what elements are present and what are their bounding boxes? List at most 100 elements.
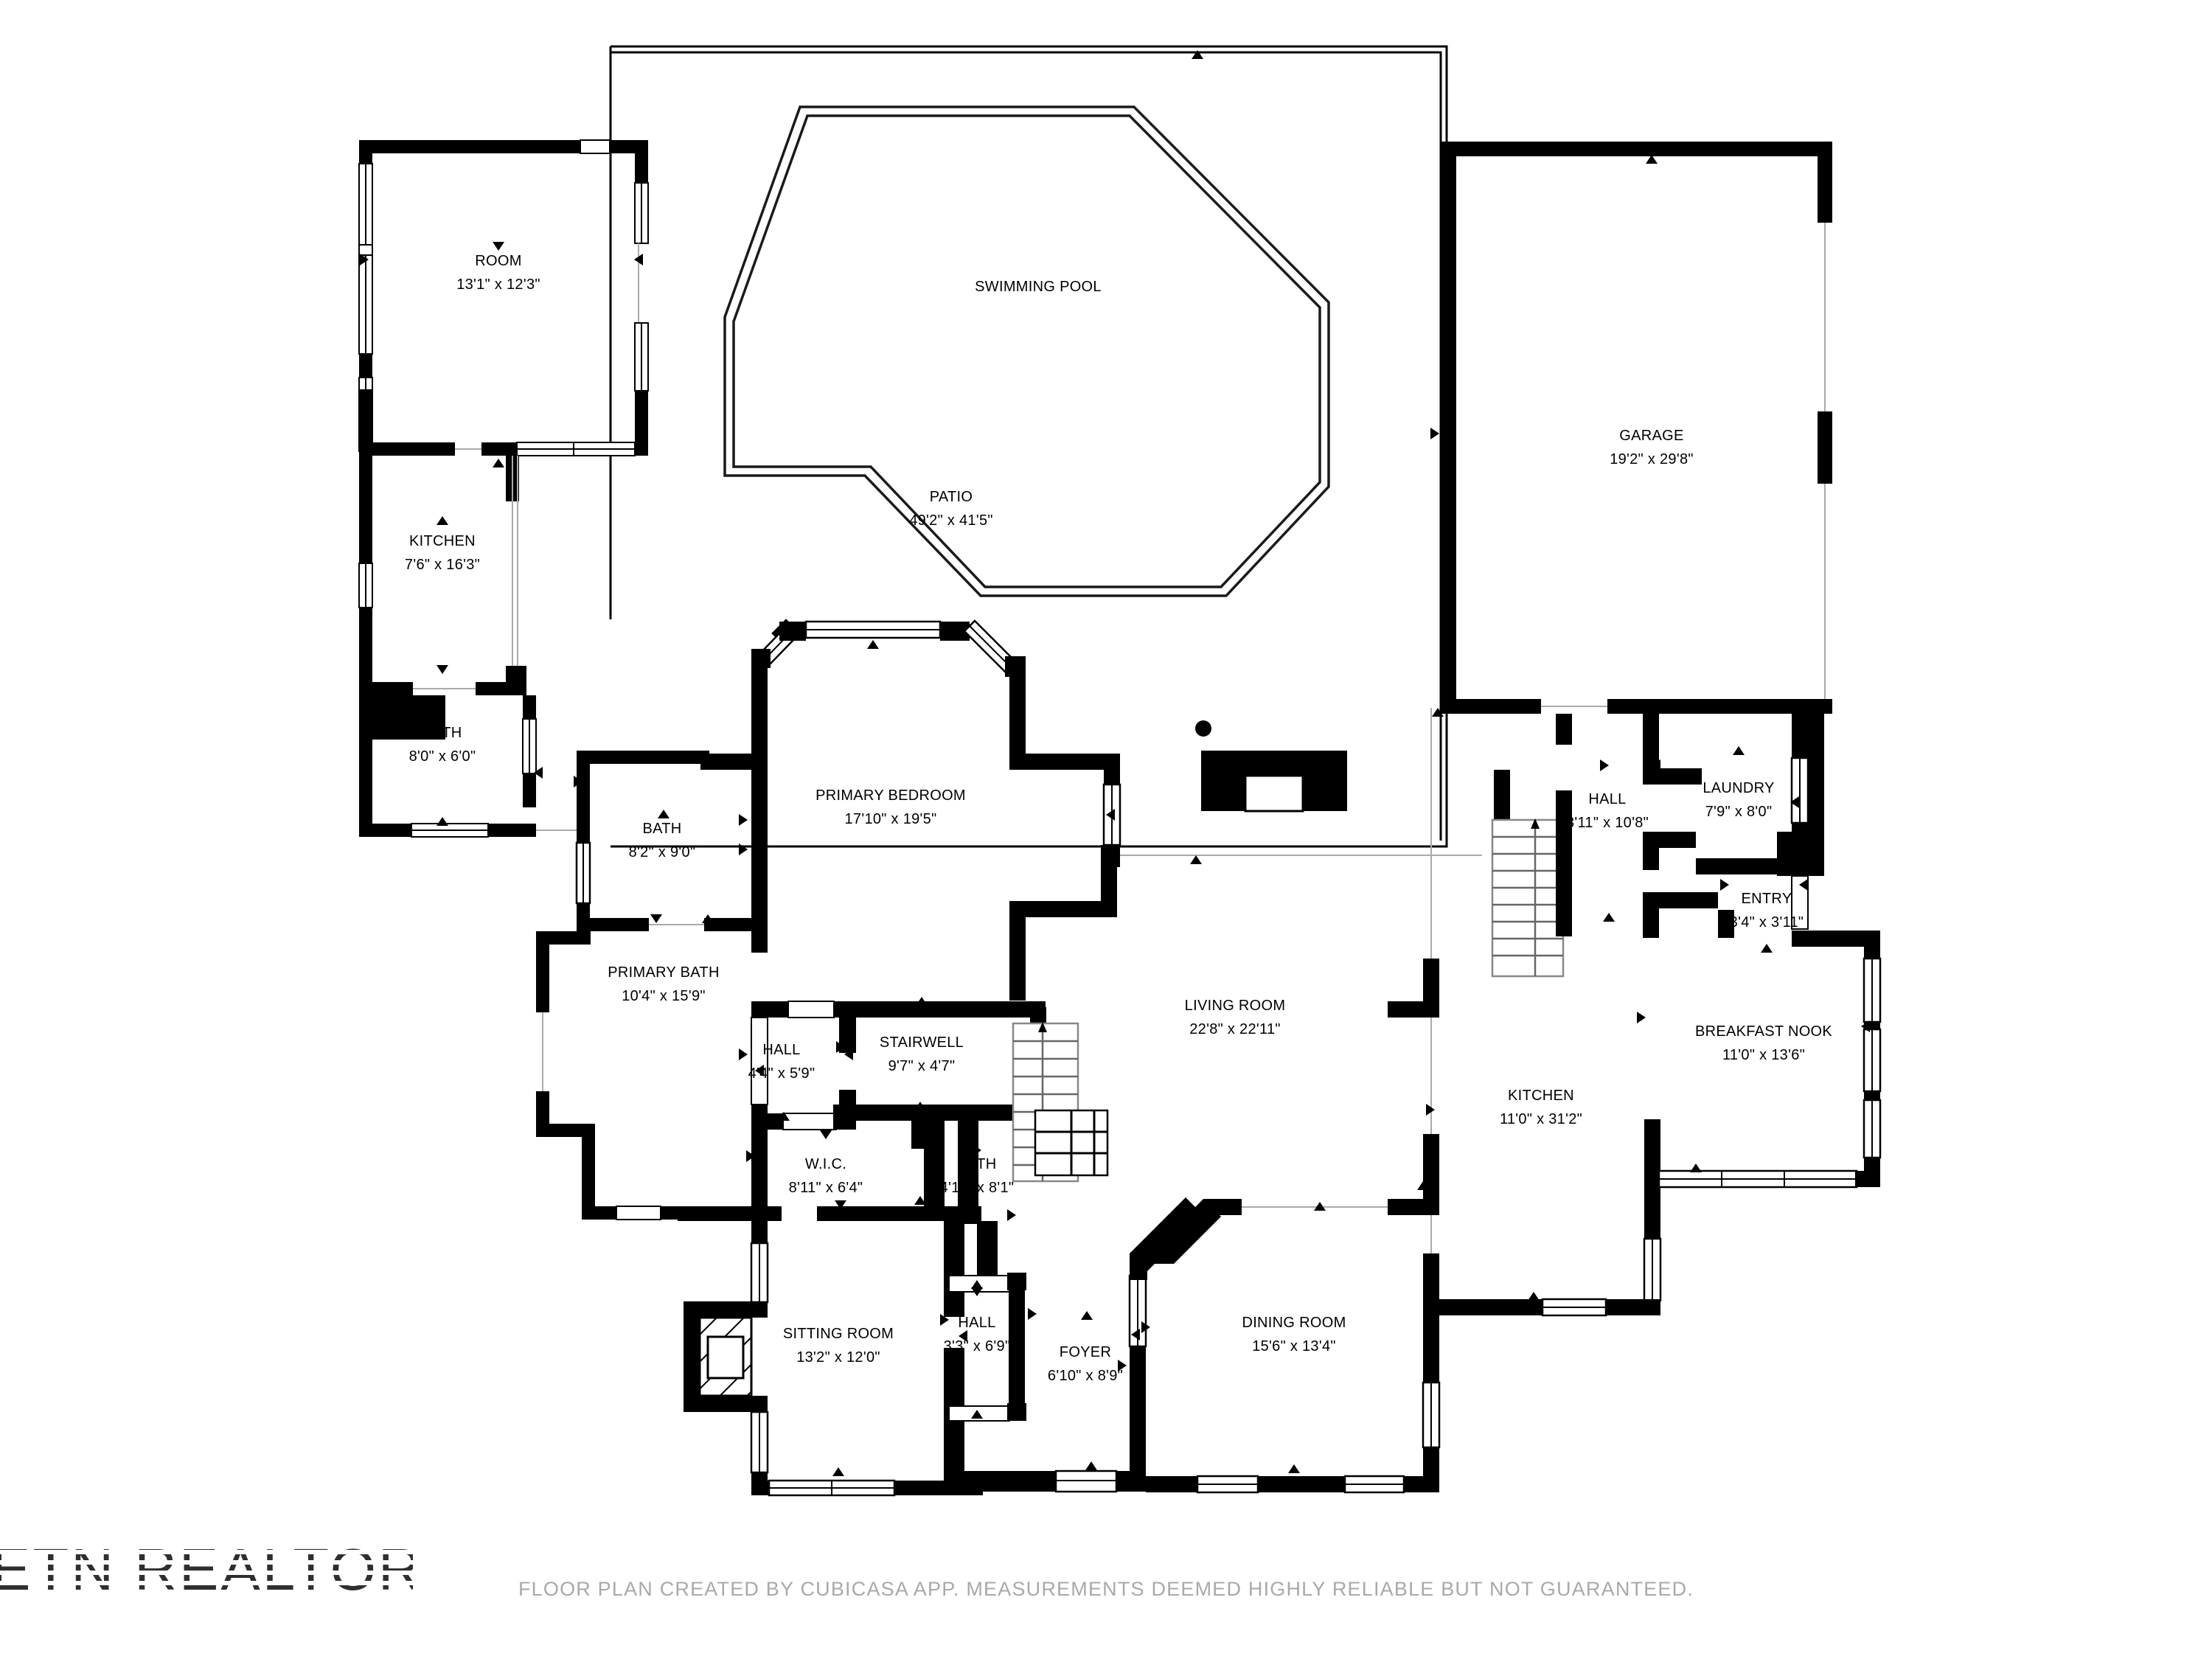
window-sitting-left-lower [750, 1411, 769, 1474]
label-name: ENTRY [1742, 891, 1792, 907]
dimension-arrow-markers [360, 50, 1870, 1476]
door-hall-stairwell [839, 1053, 856, 1097]
label-dimensions: 11'0" x 31'2" [1500, 1111, 1582, 1127]
label-name: HALL [762, 1042, 800, 1058]
fireplace-sitting [698, 1316, 753, 1397]
label-name: PRIMARY BATH [608, 964, 719, 981]
label-name: BREAKFAST NOOK [1695, 1023, 1832, 1040]
room-label-room: ROOM 13'1" x 12'3" [456, 253, 540, 293]
label-name: ROOM [475, 253, 521, 269]
sitting-foyer-walls [684, 1197, 1203, 1497]
label-name: HALL [958, 1315, 995, 1331]
label-name: BATH [957, 1156, 996, 1172]
casita-walls [358, 139, 649, 838]
wic-bath-walls [678, 1109, 1109, 1224]
window-dining-bottom-left [1196, 1475, 1259, 1494]
label-name: KITCHEN [409, 533, 476, 549]
label-name: PRIMARY BEDROOM [815, 787, 966, 804]
label-name: DINING ROOM [1242, 1315, 1346, 1331]
window-sitting-left-upper [750, 1242, 769, 1304]
dining-room-walls [1146, 959, 1441, 1494]
window-kitchen-bottom [1541, 1298, 1607, 1317]
opening-hall-bottom [782, 1113, 837, 1130]
staircase-bath [1034, 1109, 1109, 1177]
room-label-stairwell: STAIRWELL 9'7" x 4'7" [880, 1034, 964, 1074]
label-name: KITCHEN [1508, 1088, 1574, 1104]
window-nook-right-upper [1863, 957, 1882, 1023]
room-label-hall-primary: HALL 4'4" x 5'9" [748, 1042, 815, 1082]
window-bath-hall-left [575, 841, 591, 905]
room-label-laundry: LAUNDRY 7'9" x 8'0" [1703, 780, 1774, 820]
label-dimensions: 4'11" x 8'1" [940, 1180, 1015, 1196]
room-label-living-room: LIVING ROOM 22'8" x 22'11" [1185, 998, 1286, 1037]
opening-kitchen-bath [413, 682, 476, 695]
window-bath-casita-bottom [411, 823, 489, 838]
label-dimensions: 7'6" x 16'3" [405, 557, 480, 573]
label-dimensions: 8'11" x 6'4" [789, 1180, 863, 1196]
window-laundry-right [1790, 757, 1809, 824]
fireplace-living [1201, 751, 1347, 813]
door-entry-right [1791, 875, 1809, 930]
room-label-bath-casita: BATH 8'0" x 6'0" [409, 725, 476, 765]
label-dimensions: 11'0" x 13'6" [1722, 1047, 1805, 1063]
label-dimensions: 8'2" x 9'0" [629, 844, 696, 860]
label-dimensions: 13'2" x 12'0" [796, 1349, 880, 1366]
label-name: FOYER [1060, 1344, 1111, 1360]
brand-logo: ETN REALTORS [0, 1534, 413, 1615]
room-label-dining-room: DINING ROOM 15'6" x 13'4" [1242, 1315, 1346, 1354]
window-foyer-bottom [1054, 1470, 1118, 1493]
window-nook-right-bottom [1863, 1099, 1882, 1159]
room-label-kitchen-casita: KITCHEN 7'6" x 16'3" [405, 533, 480, 573]
room-labels: ROOM 13'1" x 12'3" KITCHEN 7'6" x 16'3" … [405, 253, 1832, 1384]
label-dimensions: 17'10" x 19'5" [844, 811, 936, 827]
opening-garage-hall [1541, 699, 1607, 714]
label-dimensions: 3'11" x 10'8" [1566, 815, 1649, 831]
label-name: BATH [422, 725, 462, 741]
label-name: SITTING ROOM [783, 1326, 894, 1342]
label-dimensions: 15'6" x 13'4" [1252, 1338, 1336, 1354]
room-label-breakfast-nook: BREAKFAST NOOK 11'0" x 13'6" [1695, 1023, 1832, 1063]
label-dimensions: 7'9" x 8'0" [1705, 804, 1773, 820]
window-sitting-bottom [768, 1479, 896, 1497]
room-label-garage: GARAGE 19'2" x 29'8" [1610, 428, 1693, 467]
label-name: LIVING ROOM [1185, 998, 1286, 1014]
label-name: LAUNDRY [1703, 780, 1774, 796]
door-hall-upper [1556, 745, 1572, 798]
window-bath-casita-right [522, 718, 537, 774]
label-name: W.I.C. [805, 1156, 846, 1172]
primary-bedroom-walls [700, 619, 1482, 1001]
window-dining-bottom-right [1343, 1475, 1405, 1494]
room-label-swimming-pool: SWIMMING POOL [975, 279, 1101, 295]
swimming-pool-shape [723, 105, 1330, 597]
opening-hall-top [787, 1001, 835, 1018]
window-room-right-lower [634, 322, 649, 392]
window-kitchen-left [358, 563, 373, 608]
room-label-hall-laundry: HALL 3'11" x 10'8" [1566, 791, 1649, 831]
room-label-bath-wic: BATH 4'11" x 8'1" [940, 1156, 1015, 1196]
label-name: BATH [642, 821, 681, 837]
service-wing-walls [1388, 714, 1882, 1317]
room-label-entry: ENTRY 3'4" x 3'11" [1730, 891, 1804, 931]
room-label-primary-bath: PRIMARY BATH 10'4" x 15'9" [608, 964, 719, 1004]
label-dimensions: 13'1" x 12'3" [456, 276, 540, 293]
living-room-walls [1120, 708, 1432, 959]
window-nook-bottom [1658, 1169, 1858, 1189]
label-dimensions: 10'4" x 15'9" [622, 988, 706, 1004]
staircase-garage [1491, 818, 1565, 978]
window-primary-bath-bottom [616, 1206, 661, 1220]
door-hall-primarybath [751, 1017, 768, 1105]
label-dimensions: 22'8" x 22'11" [1189, 1021, 1281, 1037]
label-name: STAIRWELL [880, 1034, 964, 1051]
label-dimensions: 3'4" x 3'11" [1730, 914, 1804, 931]
window-room-top [580, 139, 611, 154]
room-label-bath-hall: BATH 8'2" x 9'0" [629, 821, 696, 860]
room-label-patio: PATIO 49'2" x 41'5" [909, 489, 993, 529]
label-name: GARAGE [1619, 428, 1683, 444]
label-dimensions: 6'10" x 8'9" [1048, 1368, 1123, 1384]
living-room-features [1195, 720, 1347, 813]
label-dimensions: 49'2" x 41'5" [909, 512, 993, 529]
window-kitchen-right [1643, 1237, 1662, 1302]
label-name: PATIO [930, 489, 973, 505]
room-label-kitchen-main: KITCHEN 11'0" x 31'2" [1500, 1088, 1582, 1127]
